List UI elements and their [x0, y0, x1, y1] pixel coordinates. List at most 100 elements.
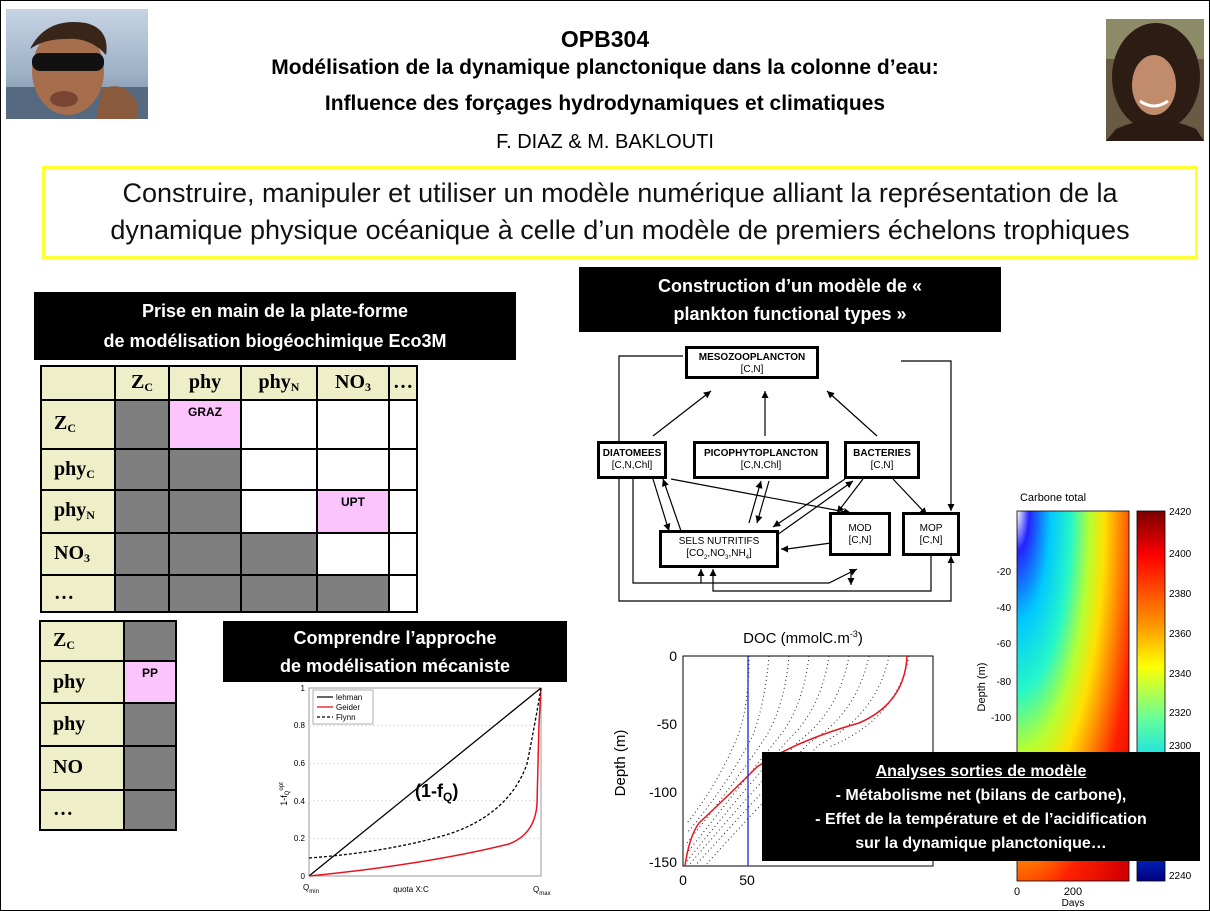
matrix-cell	[316, 531, 390, 577]
matrix-cell	[316, 398, 390, 451]
vector-row-no: NO	[39, 744, 125, 791]
objective-box: Construire, manipuler et utiliser un mod…	[42, 166, 1198, 259]
matrix-col-no3: NO3	[316, 365, 390, 401]
vector-cell	[123, 744, 177, 791]
doc-ylabel: Depth (m)	[612, 730, 629, 797]
colorbar-tick: 2400	[1169, 549, 1192, 560]
pft-diagram-arrows	[618, 355, 955, 602]
section-mechanistic-header: Comprendre l’approche de modélisation mé…	[223, 621, 567, 682]
matrix-cell-upt: UPT	[316, 488, 390, 534]
analyses-line3: sur la dynamique planctonique…	[855, 835, 1107, 852]
box-mop: MOP [C,N]	[902, 512, 960, 556]
mod-name: MOD	[848, 523, 872, 534]
quota-legend: lehman Geider Flynn	[312, 689, 374, 725]
lehman-line	[308, 687, 542, 877]
box-mod: MOD [C,N]	[829, 512, 891, 556]
author-photo-left	[6, 9, 148, 119]
carbon-ytick: -40	[997, 603, 1012, 614]
section-mechanistic-line1: Comprendre l’approche	[293, 628, 497, 648]
matrix-cell	[240, 448, 318, 491]
analyses-box: Analyses sorties de modèle - Métabolisme…	[762, 752, 1200, 861]
analyses-title: Analyses sorties de modèle	[875, 763, 1087, 780]
vector-cell	[123, 788, 177, 832]
colorbar-tick: 2320	[1169, 708, 1192, 719]
matrix-cell	[114, 488, 170, 534]
vector-cell-pp: PP	[123, 660, 177, 705]
doc-xtick: 50	[739, 872, 755, 888]
matrix-row-more: …	[40, 574, 116, 613]
section-platform-line2: de modélisation biogéochimique Eco3M	[103, 331, 447, 351]
colorbar-tick: 2360	[1169, 629, 1192, 640]
colorbar-tick: 2420	[1169, 507, 1192, 518]
matrix-cell	[240, 398, 318, 451]
doc-ytick: 0	[669, 648, 677, 664]
matrix-cell	[114, 531, 170, 577]
colorbar-tick: 2340	[1169, 669, 1192, 680]
diat-name: DIATOMEES	[602, 448, 662, 459]
analyses-line2: - Effet de la température et de l’acidif…	[815, 811, 1147, 828]
matrix-row-no3: NO3	[40, 531, 116, 577]
quota-annotation: (1-fQ)	[415, 781, 458, 804]
course-title-line2: Influence des forçages hydrodynamiques e…	[324, 92, 886, 115]
course-title-line1: Modélisation de la dynamique planctoniqu…	[271, 56, 939, 79]
bact-comp: [C,N]	[870, 460, 894, 471]
colorbar-tick: 2380	[1169, 589, 1192, 600]
doc-ytick: -50	[657, 716, 677, 732]
colorbar-tick: 2240	[1169, 871, 1192, 882]
interaction-matrix: ZC phy phyN NO3 … ZC GRAZ phyC phyN	[40, 365, 418, 613]
carbon-title: Carbone total	[1020, 492, 1086, 504]
matrix-col-zc: ZC	[114, 365, 170, 401]
mop-comp: [C,N]	[919, 535, 943, 546]
vector-row-zc: ZC	[39, 619, 125, 663]
quota-ytick: 0.6	[294, 759, 306, 768]
matrix-corner	[40, 365, 116, 401]
quota-plot-frame	[308, 687, 542, 877]
authors: F. DIAZ & M. BAKLOUTI	[496, 131, 714, 153]
doc-ytick: -100	[649, 784, 677, 800]
matrix-cell	[168, 574, 242, 613]
section-platform-header: Prise en main de la plate-forme de modél…	[34, 292, 516, 360]
quota-ytick: 0.8	[294, 721, 306, 730]
quota-ylabel: 1-fQopt	[279, 782, 291, 806]
vector-row-phy: phy	[39, 660, 125, 705]
vector-row-more: …	[39, 788, 125, 832]
carbon-ytick: -20	[997, 567, 1012, 578]
sels-name: SELS NUTRITIFS	[678, 536, 760, 547]
mod-comp: [C,N]	[848, 535, 872, 546]
doc-dots	[686, 655, 910, 867]
meso-name: MESOZOOPLANCTON	[698, 352, 806, 363]
matrix-cell	[240, 531, 318, 577]
flynn-line	[308, 687, 542, 859]
box-diatomees: DIATOMEES [C,N,Chl]	[597, 441, 667, 479]
legend-flynn: Flynn	[336, 713, 356, 722]
matrix-cell	[388, 398, 418, 451]
matrix-cell	[388, 531, 418, 577]
matrix-col-more: …	[388, 365, 418, 401]
doc-title: DOC (mmolC.m-3)	[743, 629, 863, 647]
meso-comp: [C,N]	[740, 364, 764, 375]
matrix-col-phy: phy	[168, 365, 242, 401]
section-pft-line2: plankton functional types »	[673, 304, 907, 324]
matrix-cell	[240, 574, 318, 613]
pico-comp: [C,N,Chl]	[740, 460, 782, 471]
matrix-cell	[114, 448, 170, 491]
quota-xmax: Qmax	[533, 885, 551, 897]
carbon-xlabel: Days	[1062, 898, 1085, 907]
quota-plot: 1 0.8 0.6 0.4 0.2 0 1-fQopt lehman Geide…	[279, 684, 551, 897]
matrix-cell	[316, 574, 390, 613]
section-mechanistic-line2: de modélisation mécaniste	[279, 656, 511, 676]
quota-ytick: 0	[301, 872, 306, 881]
carbon-xtick: 0	[1014, 886, 1020, 898]
quota-xmin: Qmin	[303, 883, 319, 895]
carbon-ylabel: Depth (m)	[976, 663, 988, 712]
analyses-line1: - Métabolisme net (bilans de carbone),	[835, 787, 1127, 804]
matrix-cell	[316, 448, 390, 491]
matrix-col-phyn: phyN	[240, 365, 318, 401]
author-photo-right	[1106, 19, 1204, 141]
quota-xlabel: quota X:C	[393, 885, 429, 894]
quota-ytick: 0.2	[294, 834, 306, 843]
matrix-row-zc: ZC	[40, 398, 116, 451]
quota-plot-grid	[309, 725, 541, 839]
section-platform-line1: Prise en main de la plate-forme	[141, 301, 409, 321]
